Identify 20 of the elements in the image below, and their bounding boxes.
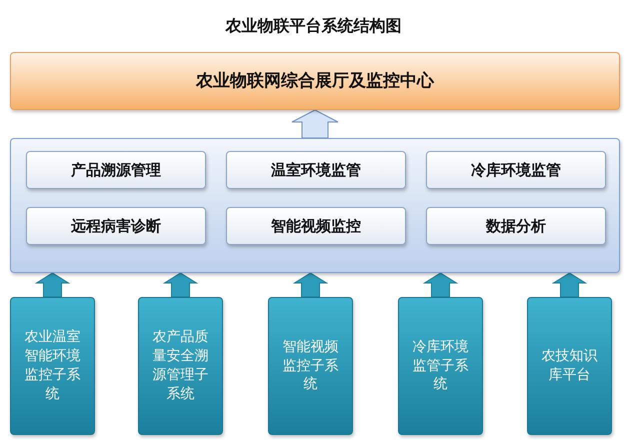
module-box: 远程病害诊断 (26, 207, 206, 245)
subsystem-box: 冷库环境监管子系统 (398, 297, 483, 435)
block-arrow (34, 272, 70, 298)
module-box: 冷库环境监管 (426, 151, 606, 189)
module-box: 温室环境监管 (226, 151, 406, 189)
subsystem-box: 农产品质量安全溯源管理子系统 (138, 297, 223, 435)
subsystem-box: 智能视频监控子系统 (268, 297, 353, 435)
module-box: 数据分析 (426, 207, 606, 245)
module-box: 智能视频监控 (226, 207, 406, 245)
subsystem-box: 农业温室智能环境监控子系统 (10, 297, 95, 435)
block-arrow (422, 272, 458, 298)
subsystem-box: 农技知识库平台 (527, 297, 612, 435)
module-panel (10, 138, 620, 273)
block-arrow (162, 272, 198, 298)
diagram-title: 农业物联平台系统结构图 (224, 16, 402, 37)
center-banner: 农业物联网综合展厅及监控中心 (10, 52, 620, 110)
block-arrow (292, 109, 338, 138)
block-arrow (292, 272, 328, 298)
module-box: 产品溯源管理 (26, 151, 206, 189)
block-arrow (552, 272, 588, 298)
